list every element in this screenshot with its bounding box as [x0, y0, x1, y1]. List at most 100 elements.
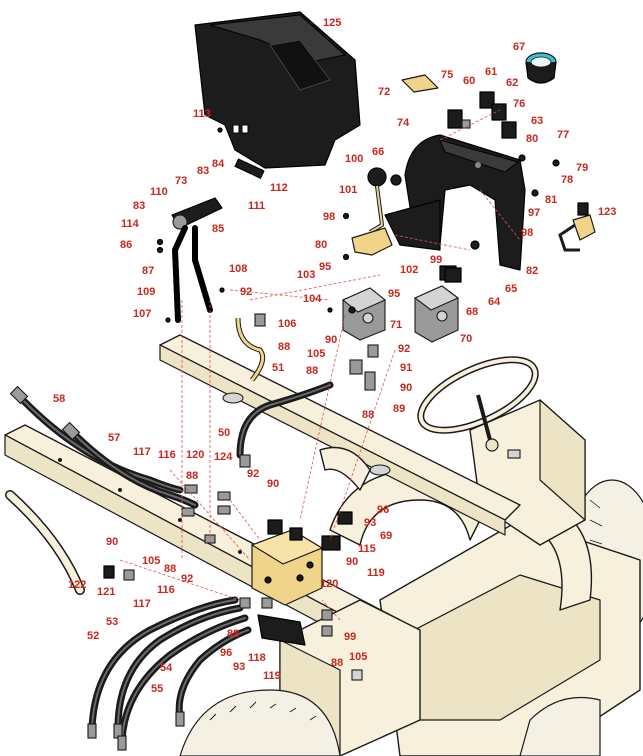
hour-meter-part-67 [525, 52, 557, 84]
callout-52: 52 [87, 630, 99, 642]
callout-105b: 105 [142, 555, 160, 567]
callout-55: 55 [151, 683, 163, 695]
callout-80a: 80 [526, 133, 538, 145]
callout-67: 67 [513, 41, 525, 53]
callout-88g: 88 [331, 657, 343, 669]
callout-106: 106 [278, 318, 296, 330]
callout-99b: 99 [344, 631, 356, 643]
callout-116a: 116 [158, 449, 176, 461]
callout-105a: 105 [307, 348, 325, 360]
valve-manifold-part-115 [250, 519, 324, 606]
callout-62: 62 [506, 77, 518, 89]
callout-96b: 96 [220, 647, 232, 659]
callout-102: 102 [400, 264, 418, 276]
callout-66: 66 [372, 146, 384, 158]
callout-90c: 90 [267, 478, 279, 490]
callout-57: 57 [108, 432, 120, 444]
callout-96a: 96 [377, 504, 389, 516]
callout-116b: 116 [157, 584, 175, 596]
callout-90b: 90 [400, 382, 412, 394]
callout-88e: 88 [164, 563, 176, 575]
callout-99a: 99 [430, 254, 442, 266]
callout-120b: 120 [320, 578, 338, 590]
callout-105c: 105 [349, 651, 367, 663]
callout-109: 109 [137, 286, 155, 298]
callout-107: 107 [133, 308, 151, 320]
callout-79: 79 [576, 162, 588, 174]
callout-92d: 92 [181, 573, 193, 585]
callout-76: 76 [513, 98, 525, 110]
callout-95b: 95 [388, 288, 400, 300]
callout-117a: 117 [133, 446, 151, 458]
callout-122: 122 [68, 579, 86, 591]
lever-assembly [351, 167, 402, 256]
callout-84: 84 [212, 158, 225, 170]
callout-68: 68 [466, 306, 478, 318]
fittings [103, 127, 560, 637]
callout-114: 114 [121, 218, 140, 230]
callout-88f: 88 [227, 628, 239, 640]
callout-labels: 125 67 72 75 60 61 62 76 63 74 113 80 77… [53, 17, 616, 695]
linkage-part-123 [558, 202, 596, 252]
callout-101: 101 [339, 184, 357, 196]
callout-119a: 119 [367, 567, 385, 579]
callout-90e: 90 [346, 556, 358, 568]
callout-100: 100 [345, 153, 363, 165]
callout-83b: 83 [133, 200, 145, 212]
callout-115: 115 [358, 543, 376, 555]
callout-125: 125 [323, 17, 341, 29]
seat-shroud-part-125 [194, 11, 361, 169]
callout-81: 81 [545, 194, 557, 206]
callout-113: 113 [193, 108, 211, 120]
callout-97: 97 [528, 207, 540, 219]
callout-92c: 92 [247, 468, 259, 480]
callout-72: 72 [378, 86, 390, 98]
callout-64: 64 [488, 296, 501, 308]
callout-98b: 98 [521, 227, 533, 239]
callout-75: 75 [441, 69, 453, 81]
callout-108: 108 [229, 263, 247, 275]
leader-lines [119, 109, 521, 621]
callout-121: 121 [97, 586, 115, 598]
callout-86: 86 [120, 239, 132, 251]
callout-110: 110 [150, 186, 168, 198]
callout-90a: 90 [325, 334, 337, 346]
control-tower-bracket-part-74 [384, 134, 526, 271]
callout-88c: 88 [362, 409, 374, 421]
bracket-part-118 [257, 614, 306, 646]
callout-71: 71 [390, 319, 402, 331]
callout-78: 78 [561, 174, 573, 186]
callout-124: 124 [214, 451, 233, 463]
hydraulic-pump-part-71 [341, 287, 387, 341]
switches [447, 91, 517, 139]
callout-117b: 117 [133, 598, 151, 610]
callout-92a: 92 [240, 286, 252, 298]
callout-80b: 80 [315, 239, 327, 251]
callout-85: 85 [212, 223, 224, 235]
callout-98a: 98 [323, 211, 335, 223]
callout-70: 70 [460, 333, 472, 345]
callout-58: 58 [53, 393, 65, 405]
callout-83a: 83 [197, 165, 209, 177]
callout-88b: 88 [306, 365, 318, 377]
callout-51: 51 [272, 362, 284, 374]
switch-block-part-96 [337, 511, 353, 525]
motion-control-lever [171, 158, 265, 323]
callout-93a: 93 [364, 517, 376, 529]
callout-120a: 120 [186, 449, 204, 461]
callout-53: 53 [106, 616, 118, 628]
callout-89: 89 [393, 403, 405, 415]
callout-118: 118 [248, 652, 266, 664]
callout-63: 63 [531, 115, 543, 127]
callout-61: 61 [485, 66, 497, 78]
callout-91: 91 [400, 362, 412, 374]
callout-112: 112 [270, 182, 288, 194]
callout-50: 50 [218, 427, 230, 439]
callout-60: 60 [463, 75, 475, 87]
callout-92b: 92 [398, 343, 410, 355]
bracket-part-72 [401, 74, 439, 93]
callout-77: 77 [557, 129, 569, 141]
callout-87: 87 [142, 265, 154, 277]
